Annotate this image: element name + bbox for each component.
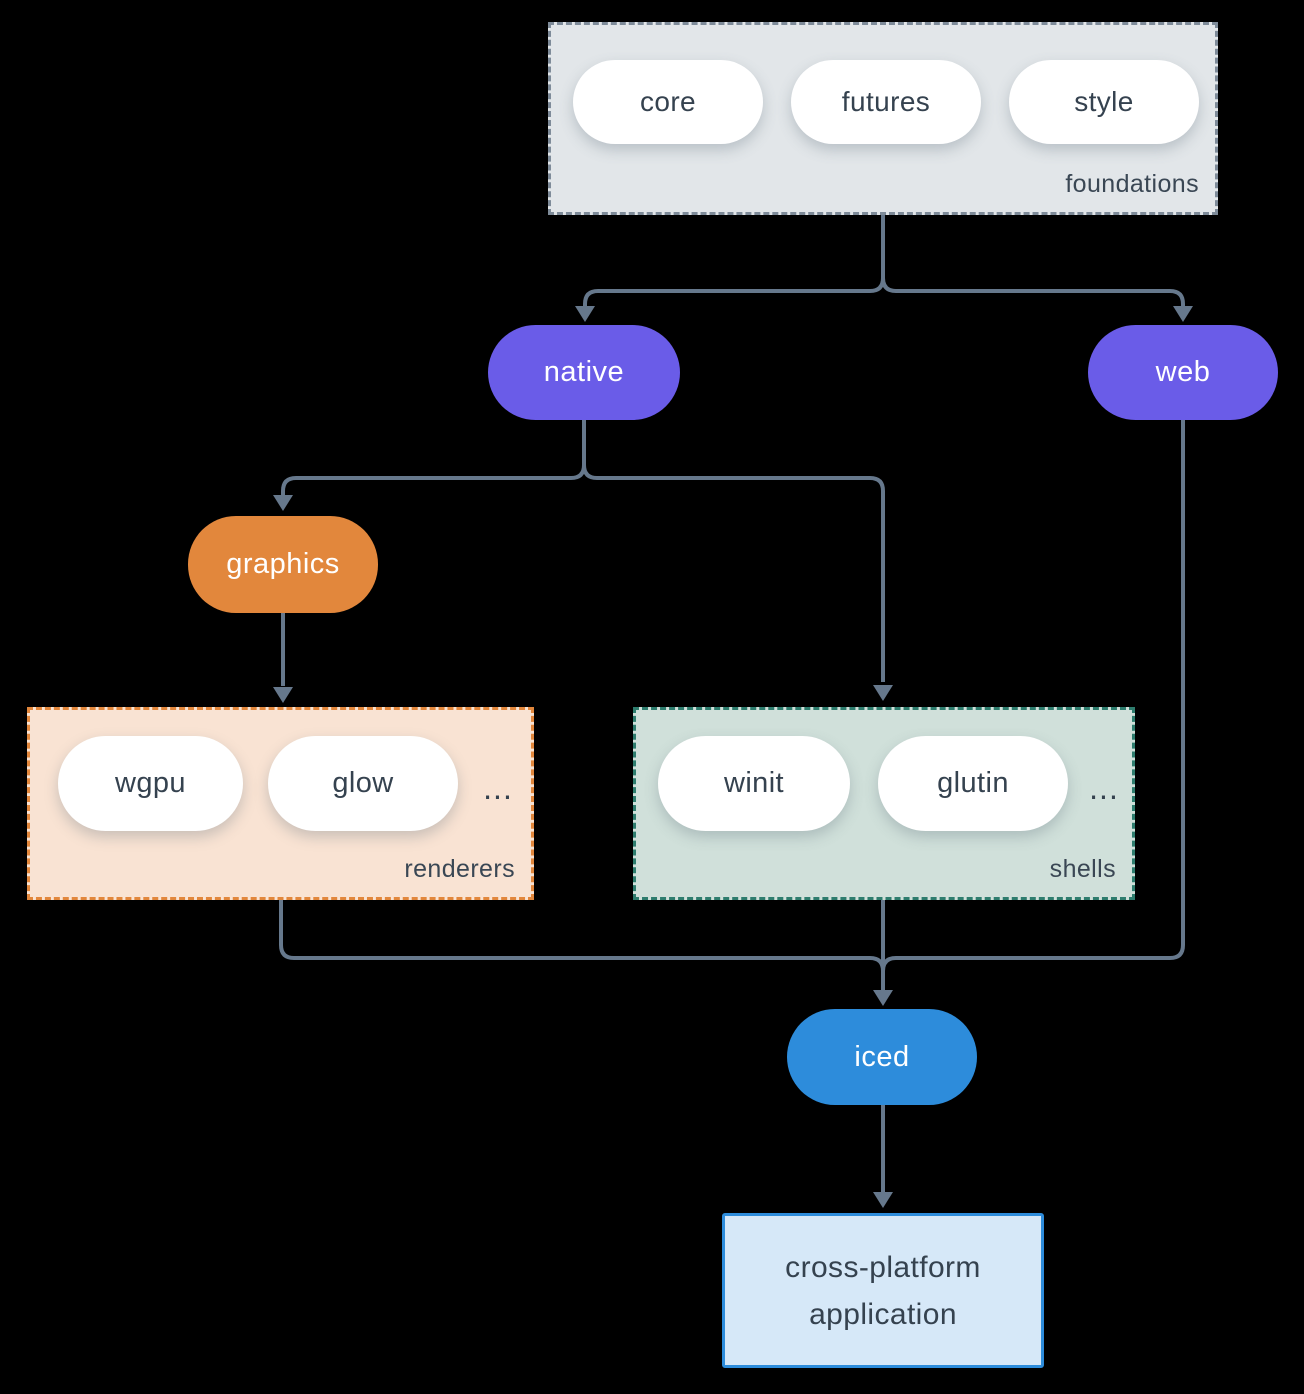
application-label-line1: cross-platform: [785, 1250, 981, 1284]
node-graphics: graphics: [188, 516, 378, 613]
group-renderers: wgpu glow ... renderers: [27, 707, 534, 900]
arrowhead-application: [873, 1192, 893, 1208]
pill-glutin: glutin: [878, 736, 1068, 831]
edge-renderers-to-merge: [279, 900, 885, 972]
arrowheads: [273, 306, 1193, 1208]
node-iced: iced: [787, 1009, 977, 1105]
arrowhead-iced: [873, 990, 893, 1006]
edge-foundations-to-web: [881, 277, 1185, 307]
arrowhead-shells: [873, 685, 893, 701]
pill-wgpu: wgpu: [58, 736, 243, 831]
edges: [279, 215, 1185, 1193]
group-foundations: core futures style foundations: [548, 22, 1218, 215]
arrowhead-web: [1173, 306, 1193, 322]
cross-platform-application-box: cross-platform application: [722, 1213, 1044, 1368]
pill-futures: futures: [791, 60, 981, 144]
pill-winit: winit: [658, 736, 850, 831]
arrowhead-graphics: [273, 495, 293, 511]
renderers-label: renderers: [404, 855, 515, 883]
node-web: web: [1088, 325, 1278, 420]
pill-core: core: [573, 60, 763, 144]
arrowhead-native: [575, 306, 595, 322]
pill-style: style: [1009, 60, 1199, 144]
shells-ellipsis: ...: [1089, 770, 1119, 806]
group-shells: winit glutin ... shells: [633, 707, 1135, 900]
edge-native-to-graphics: [281, 464, 586, 496]
edge-native-to-shells: [582, 464, 885, 682]
node-native: native: [488, 325, 680, 420]
renderers-ellipsis: ...: [483, 770, 513, 806]
edge-foundations-to-native: [583, 277, 885, 307]
pill-glow: glow: [268, 736, 458, 831]
shells-label: shells: [1049, 855, 1116, 883]
arrowhead-renderers: [273, 687, 293, 703]
foundations-label: foundations: [1065, 170, 1199, 198]
application-label-line2: application: [809, 1297, 957, 1331]
